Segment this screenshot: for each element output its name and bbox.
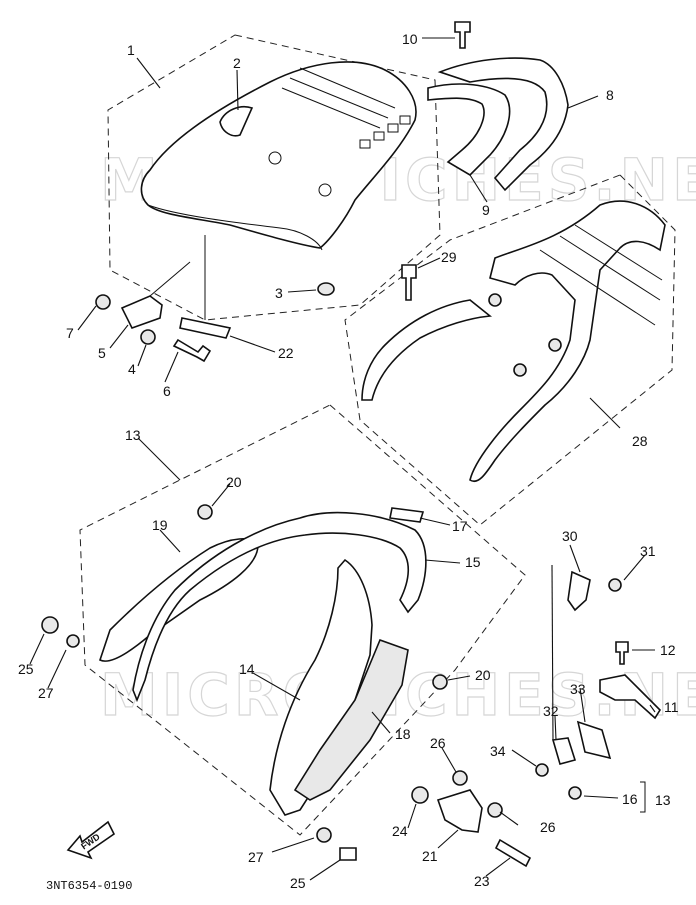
bolt-20a bbox=[197, 504, 213, 520]
label-17 bbox=[389, 507, 425, 523]
damper bbox=[317, 282, 335, 296]
callout-6: 6 bbox=[163, 383, 171, 399]
callout-30: 30 bbox=[562, 528, 578, 544]
callout-8: 8 bbox=[606, 87, 614, 103]
collar-20b bbox=[432, 674, 448, 690]
callout-24: 24 bbox=[392, 823, 408, 839]
collar-26a bbox=[452, 770, 468, 786]
callout-27-left: 27 bbox=[38, 685, 54, 701]
bolt-25a bbox=[41, 616, 59, 634]
nut-34 bbox=[535, 763, 549, 777]
bolt-31 bbox=[608, 578, 622, 592]
carrier-group-boundary bbox=[344, 174, 676, 526]
callout-2: 2 bbox=[233, 55, 241, 71]
bolt-29 bbox=[401, 264, 417, 301]
callout-20-top: 20 bbox=[226, 474, 242, 490]
callout-31: 31 bbox=[640, 543, 656, 559]
callout-28: 28 bbox=[632, 433, 648, 449]
callout-21: 21 bbox=[422, 848, 438, 864]
seat-lock-bracket bbox=[427, 57, 569, 192]
bolt-23 bbox=[494, 838, 532, 868]
callout-32: 32 bbox=[543, 703, 559, 719]
bolt-6 bbox=[172, 338, 212, 363]
seat-bracket bbox=[120, 295, 163, 329]
cover-18 bbox=[293, 638, 409, 801]
group-bracket bbox=[640, 781, 646, 813]
callout-26-upper: 26 bbox=[430, 735, 446, 751]
callout-4: 4 bbox=[128, 361, 136, 377]
callout-22: 22 bbox=[278, 345, 294, 361]
bolt-25b bbox=[339, 847, 357, 861]
grab-bar-15 bbox=[132, 511, 427, 703]
bolt-12 bbox=[615, 641, 629, 665]
collar-27b bbox=[316, 827, 332, 843]
callout-12: 12 bbox=[660, 642, 676, 658]
callout-14: 14 bbox=[239, 661, 255, 677]
callout-5: 5 bbox=[98, 345, 106, 361]
leader-lines bbox=[29, 37, 656, 881]
nut-4 bbox=[140, 329, 156, 345]
callout-19: 19 bbox=[152, 517, 168, 533]
callout-15: 15 bbox=[465, 554, 481, 570]
callout-34: 34 bbox=[490, 743, 506, 759]
callout-20-side: 20 bbox=[475, 667, 491, 683]
bolt-10 bbox=[454, 21, 471, 49]
label-22 bbox=[179, 317, 232, 339]
bracket-30 bbox=[567, 570, 591, 612]
callout-18: 18 bbox=[395, 726, 411, 742]
callout-9: 9 bbox=[482, 202, 490, 218]
callout-16: 16 bbox=[622, 791, 638, 807]
fwd-arrow-icon: FWD bbox=[66, 820, 116, 860]
collar-27a bbox=[66, 634, 80, 648]
callout-10: 10 bbox=[402, 31, 418, 47]
callout-13-group: 13 bbox=[125, 427, 141, 443]
bracket-21 bbox=[436, 789, 483, 833]
callout-26-lower: 26 bbox=[540, 819, 556, 835]
rear-carrier bbox=[361, 200, 666, 482]
bolt-16 bbox=[568, 786, 582, 800]
seat bbox=[140, 61, 417, 251]
part-code: 3NT6354-0190 bbox=[46, 879, 132, 893]
callout-25-bottom: 25 bbox=[290, 875, 306, 891]
hook-11 bbox=[599, 674, 662, 720]
plate-33 bbox=[576, 720, 612, 760]
seat-group-boundary bbox=[107, 34, 441, 321]
damper-24 bbox=[411, 786, 429, 804]
callout-13-ref: 13 bbox=[655, 792, 671, 808]
callout-17: 17 bbox=[452, 518, 468, 534]
bolt-7 bbox=[95, 294, 111, 310]
callout-23: 23 bbox=[474, 873, 490, 889]
callout-33: 33 bbox=[570, 681, 586, 697]
bracket-32 bbox=[551, 737, 577, 765]
collar-26b bbox=[487, 802, 503, 818]
callout-29: 29 bbox=[441, 249, 457, 265]
seat-hinge-strap bbox=[219, 106, 254, 137]
callout-1: 1 bbox=[127, 42, 135, 58]
grab-bar-group-boundary bbox=[79, 404, 526, 836]
callout-numbers: 1 2 3 4 5 6 7 8 9 10 11 12 13 13 14 15 1… bbox=[18, 31, 679, 891]
callout-3: 3 bbox=[275, 285, 283, 301]
callout-11: 11 bbox=[664, 699, 679, 715]
rear-cowl-14 bbox=[269, 558, 373, 816]
callout-7: 7 bbox=[66, 325, 74, 341]
callout-25-left: 25 bbox=[18, 661, 34, 677]
callout-27-bottom: 27 bbox=[248, 849, 264, 865]
